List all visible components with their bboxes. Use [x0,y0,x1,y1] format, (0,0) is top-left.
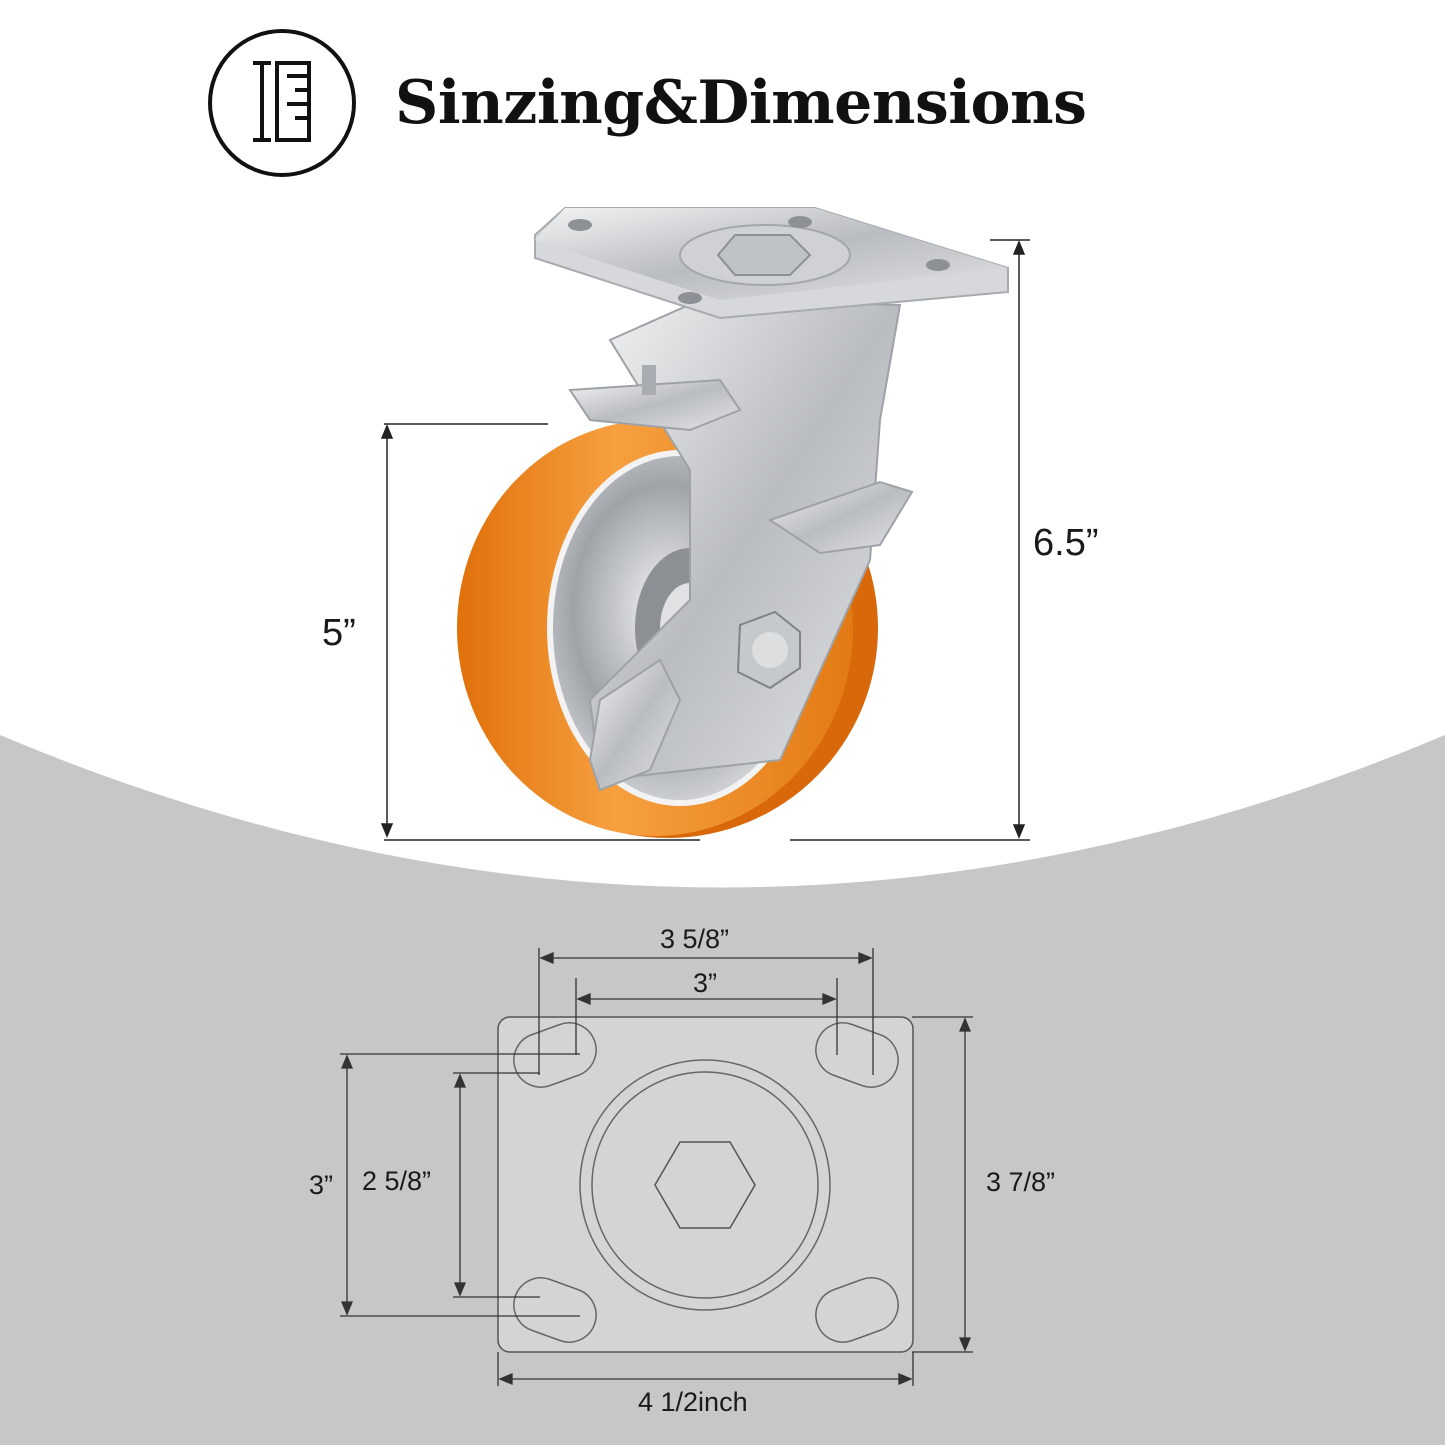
plate-width-label: 4 1/2inch [638,1387,748,1417]
hole-spacing-inner-label: 3” [693,968,718,998]
overall-height-label: 6.5” [1033,522,1099,564]
overall-height-dimension [790,239,1030,841]
hole-vertical-inner-label: 2 5/8” [362,1166,432,1196]
plate-hex-bolt [654,1141,756,1229]
ruler-icon [208,29,356,177]
plate-top-view [497,1016,914,1353]
hole-vertical-outer-label: 3” [309,1170,334,1200]
wheel-diameter-dimension [380,423,700,841]
brake-lever [568,378,742,432]
plate-center-ring-outer [579,1059,831,1311]
hole-spacing-outer-label: 3 5/8” [660,924,730,954]
page-header: Sinzing&Dimensions [207,28,1087,178]
page-title: Sinzing&Dimensions [395,68,1087,138]
plate-height-label: 3 7/8” [986,1167,1056,1197]
plate-dimension-lines [340,948,973,1386]
wheel-diameter-label: 5” [322,612,356,654]
top-mounting-plate [534,207,1009,320]
plate-center-ring-inner [591,1071,819,1299]
mounting-slot-holes [513,1022,899,1343]
caster-wheel-illustration [457,207,1009,838]
plate-outline [497,1016,914,1353]
